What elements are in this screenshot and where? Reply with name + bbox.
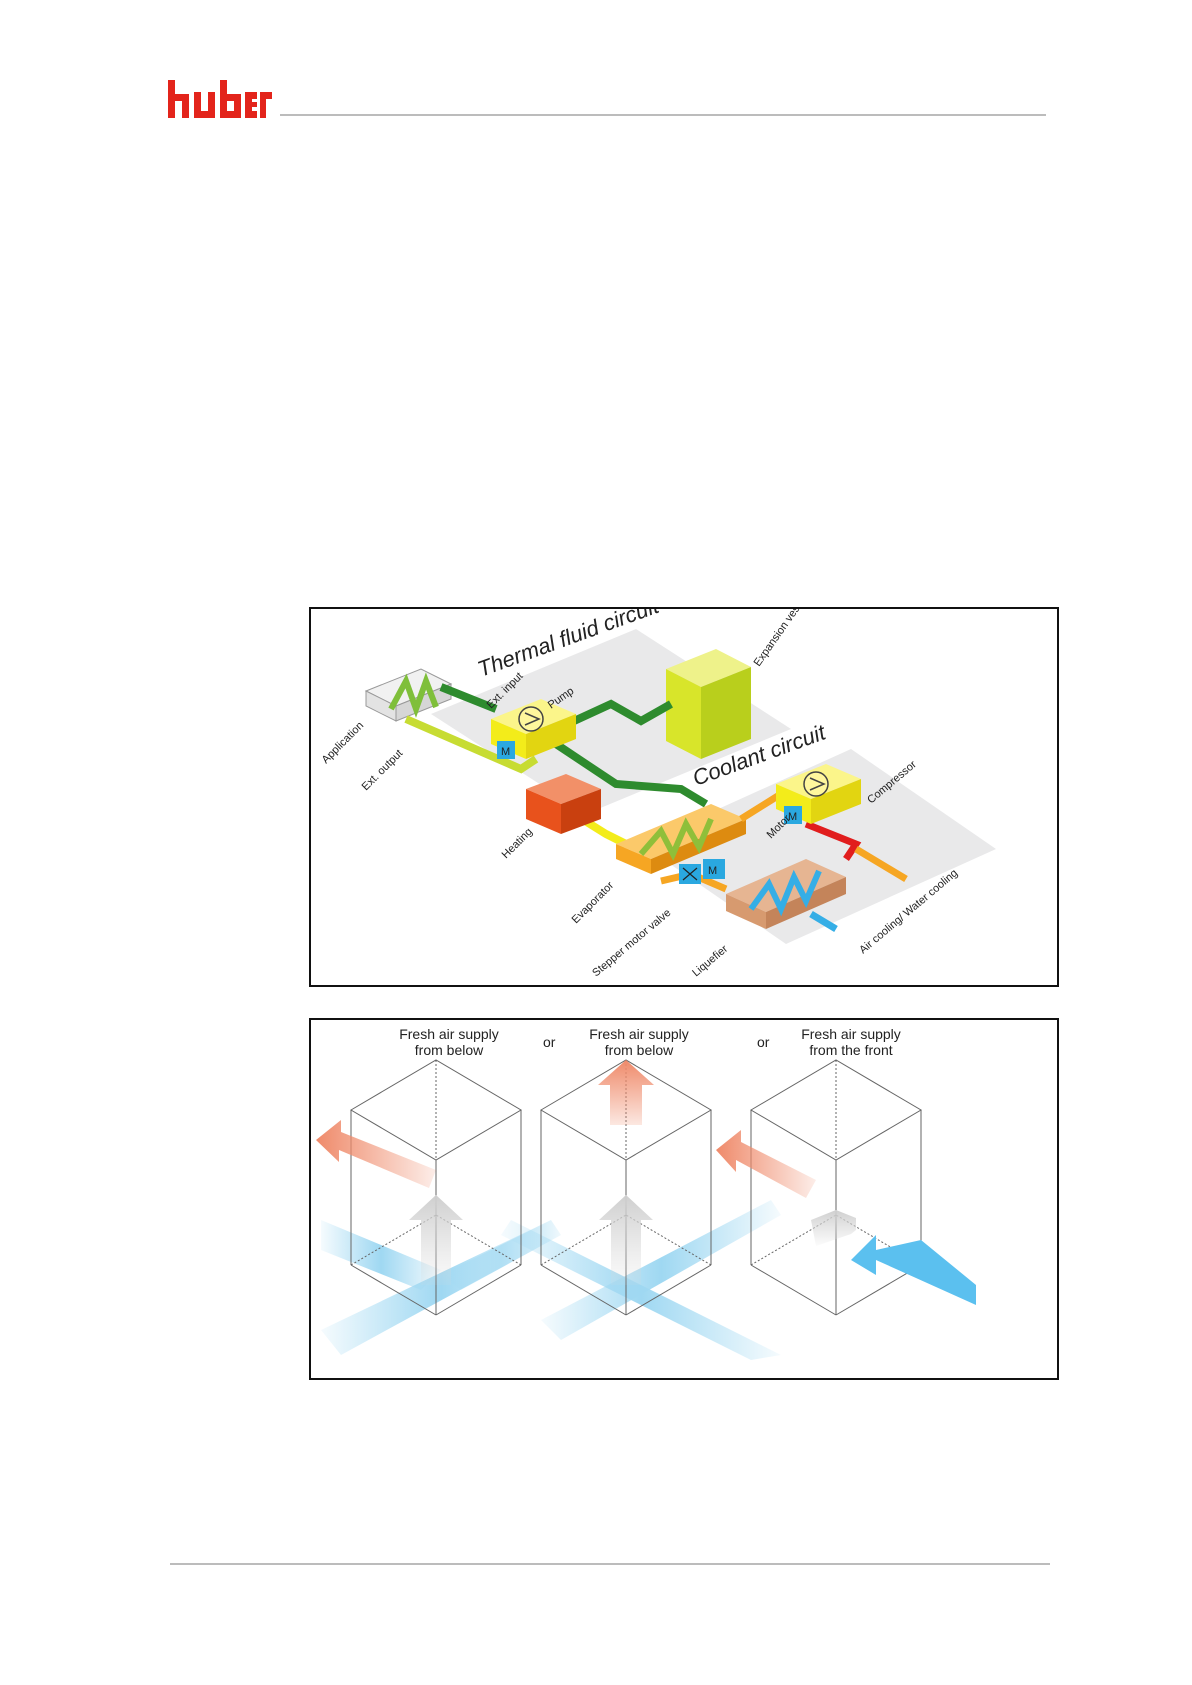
- label-ext-output: Ext. output: [360, 747, 406, 793]
- label-application: Application: [320, 720, 367, 767]
- label-motor-badge-valve: M: [708, 865, 717, 877]
- header-divider: [280, 114, 1046, 116]
- footer-divider: [170, 1563, 1050, 1565]
- air-caption-2: Fresh air supply from below: [569, 1026, 709, 1058]
- air-separator-1: or: [543, 1034, 555, 1050]
- huber-wordmark-icon: [168, 80, 272, 118]
- air-caption-1: Fresh air supply from below: [379, 1026, 519, 1058]
- label-expansion-vessel: Expansion vessel: [752, 609, 811, 669]
- label-motor-badge-pump: M: [501, 746, 510, 758]
- air-supply-diagram: Fresh air supply from below or Fresh air…: [309, 1018, 1059, 1380]
- label-liquefier: Liquefier: [690, 943, 730, 980]
- label-stepper-motor-valve: Stepper motor valve: [590, 907, 673, 979]
- air-separator-2: or: [757, 1034, 769, 1050]
- circuit-diagram: Thermal fluid circuit Coolant circuit Ex…: [309, 607, 1059, 987]
- label-motor-badge-compressor: M: [788, 811, 797, 823]
- huber-logo: [168, 80, 272, 118]
- label-heating: Heating: [500, 826, 535, 861]
- air-caption-3: Fresh air supply from the front: [781, 1026, 921, 1058]
- label-evaporator: Evaporator: [570, 879, 617, 926]
